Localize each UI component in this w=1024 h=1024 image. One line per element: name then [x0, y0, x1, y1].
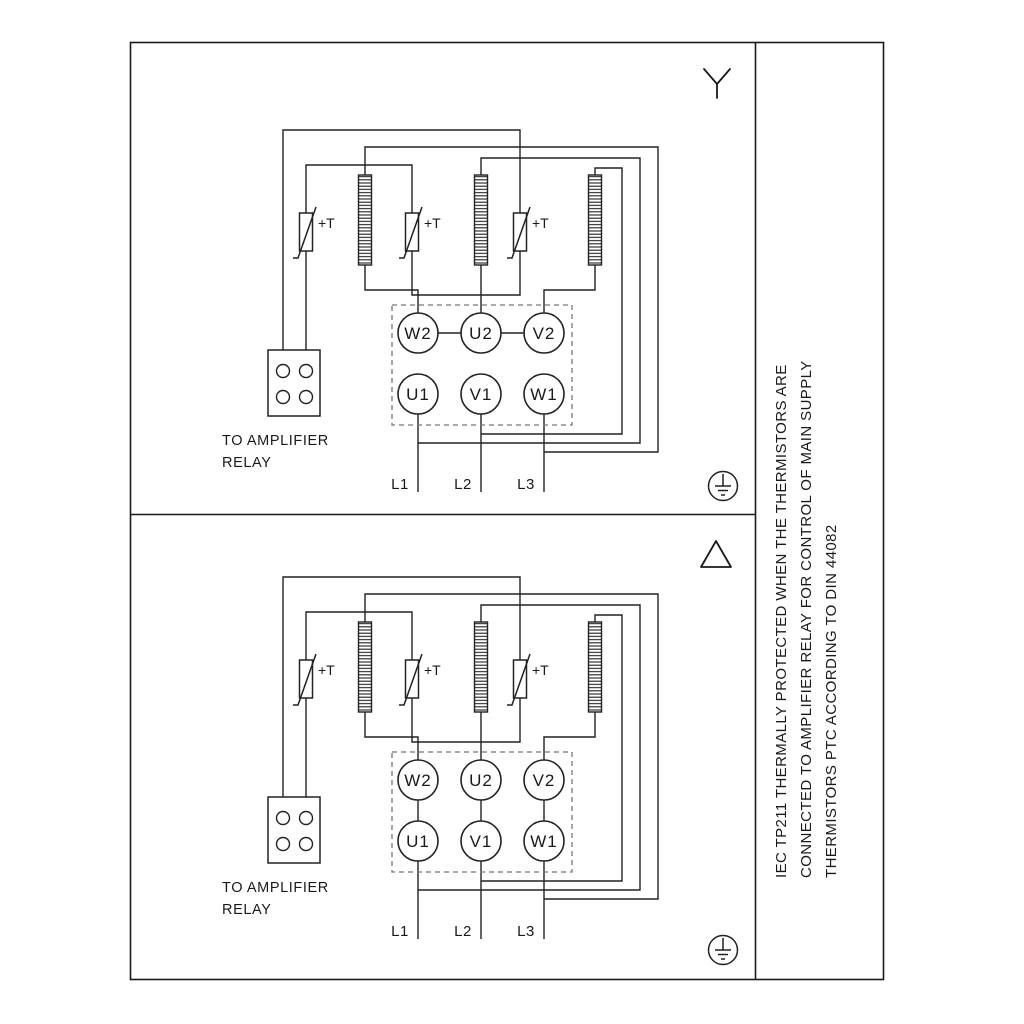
earth-ground-icon	[707, 934, 739, 966]
panel-delta: +T +T +T TO AMPLIFIER RELAY W2 U2 V2 U1 …	[222, 540, 739, 966]
outer-border	[129, 41, 885, 981]
terminal-U2: U2	[469, 771, 493, 790]
supply-L3: L3	[517, 923, 535, 940]
relay-note-line1: TO AMPLIFIER	[222, 433, 329, 449]
side-note-line1: IEC TP211 THERMALLY PROTECTED WHEN THE T…	[773, 364, 790, 878]
delta-icon	[700, 540, 732, 568]
terminal-V1: V1	[470, 385, 493, 404]
side-note-line3: THERMISTORS PTC ACCORDING TO DIN 44082	[823, 524, 840, 878]
terminal-W1: W1	[530, 832, 558, 851]
terminal-W2: W2	[404, 771, 432, 790]
panel-star: +T +T +T TO AMPLIFIER RELAY W2 U2 V2 U1 …	[222, 68, 739, 502]
relay-note-line1: TO AMPLIFIER	[222, 880, 329, 896]
supply-L1: L1	[391, 923, 409, 940]
terminal-U1: U1	[406, 832, 430, 851]
relay-note-line2: RELAY	[222, 455, 271, 471]
supply-L2: L2	[454, 476, 472, 493]
terminal-V2: V2	[533, 771, 556, 790]
terminal-W1: W1	[530, 385, 558, 404]
supply-L2: L2	[454, 923, 472, 940]
side-note-line2: CONNECTED TO AMPLIFIER RELAY FOR CONTROL…	[798, 360, 815, 878]
thermistor-label: +T	[424, 215, 441, 231]
terminal-W2: W2	[404, 324, 432, 343]
side-note: IEC TP211 THERMALLY PROTECTED WHEN THE T…	[773, 360, 840, 878]
supply-L1: L1	[391, 476, 409, 493]
star-icon	[703, 68, 731, 99]
thermistor-label: +T	[532, 662, 549, 678]
thermistor-label: +T	[318, 215, 335, 231]
terminal-U2: U2	[469, 324, 493, 343]
thermistor-label: +T	[318, 662, 335, 678]
thermistor-label: +T	[532, 215, 549, 231]
relay-note-line2: RELAY	[222, 902, 271, 918]
terminal-U1: U1	[406, 385, 430, 404]
delta-jumpers	[417, 800, 545, 821]
earth-ground-icon	[707, 470, 739, 502]
supply-L3: L3	[517, 476, 535, 493]
terminal-V2: V2	[533, 324, 556, 343]
thermistor-label: +T	[424, 662, 441, 678]
terminal-V1: V1	[470, 832, 493, 851]
